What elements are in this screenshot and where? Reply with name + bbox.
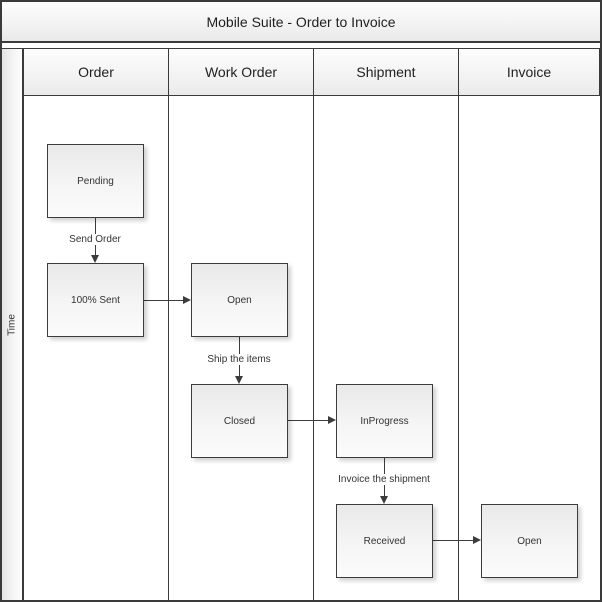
node-pending[interactable]: Pending	[47, 144, 144, 218]
lane-header-order: Order	[23, 48, 169, 96]
node-100-percent-sent-label: 100% Sent	[71, 294, 120, 306]
edge-closed-to-inprogress-line	[288, 420, 328, 421]
edge-received-to-open-line	[433, 540, 473, 541]
lane-header-invoice: Invoice	[458, 48, 600, 96]
diagram-title: Mobile Suite - Order to Invoice	[206, 13, 396, 30]
lane-header-invoice-label: Invoice	[506, 64, 552, 80]
diagram-title-bar: Mobile Suite - Order to Invoice	[2, 2, 600, 43]
node-invoice-open-label: Open	[517, 535, 542, 547]
edge-sent-to-open-line	[144, 300, 183, 301]
lane-header-shipment: Shipment	[313, 48, 459, 96]
node-invoice-open[interactable]: Open	[481, 504, 578, 578]
edge-closed-to-inprogress-arrowhead-icon	[328, 416, 336, 424]
lane-divider-2	[313, 95, 314, 600]
edge-label-invoice-the-shipment: Invoice the shipment	[335, 474, 433, 485]
node-work-order-open[interactable]: Open	[191, 263, 288, 337]
edge-label-send-order: Send Order	[66, 234, 124, 245]
node-inprogress-label: InProgress	[360, 415, 409, 427]
lane-header-work-order-label: Work Order	[204, 64, 278, 80]
lane-header-shipment-label: Shipment	[356, 64, 416, 80]
edge-label-ship-the-items: Ship the items	[204, 354, 274, 365]
edge-received-to-open-arrowhead-icon	[473, 536, 481, 544]
lane-divider-3	[458, 95, 459, 600]
time-axis-label: Time	[6, 313, 18, 336]
lane-divider-1	[168, 95, 169, 600]
edge-sent-to-open-arrowhead-icon	[183, 296, 191, 304]
node-received-label: Received	[363, 535, 406, 547]
edge-invoice-shipment-arrowhead-icon	[380, 496, 388, 504]
node-closed-label: Closed	[223, 415, 256, 427]
node-work-order-open-label: Open	[227, 294, 252, 306]
lane-header-order-label: Order	[78, 64, 114, 80]
edge-send-order-arrowhead-icon	[91, 255, 99, 263]
time-axis: Time	[2, 48, 24, 600]
lane-header-work-order: Work Order	[168, 48, 314, 96]
node-inprogress[interactable]: InProgress	[336, 384, 433, 458]
node-100-percent-sent[interactable]: 100% Sent	[47, 263, 144, 337]
edge-ship-items-arrowhead-icon	[235, 376, 243, 384]
node-received[interactable]: Received	[336, 504, 433, 578]
node-pending-label: Pending	[77, 175, 114, 187]
node-closed[interactable]: Closed	[191, 384, 288, 458]
